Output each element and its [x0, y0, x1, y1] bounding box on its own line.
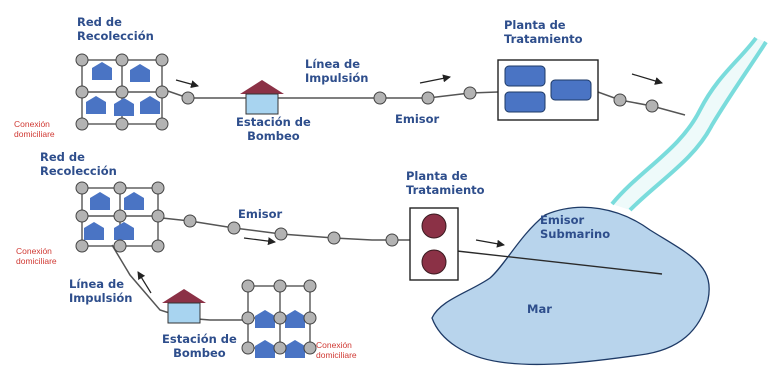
house-icon — [84, 192, 144, 240]
bottom-house-connection-label: Conexión domiciliare — [16, 246, 57, 266]
pumping-station-icon — [162, 289, 206, 324]
bottom-treatment-plant-label: Planta de Tratamiento — [406, 169, 485, 197]
flow-arrow — [137, 271, 152, 294]
house-icon — [86, 62, 160, 116]
top-outfall-label: Emisor — [395, 112, 440, 126]
submarine-outfall-label: Emisor Submarino — [540, 213, 611, 241]
house-icon — [255, 310, 305, 358]
top-treatment-plant-label: Planta de Tratamiento — [504, 18, 583, 46]
river — [610, 36, 768, 212]
submarine-outfall-pipe — [447, 249, 663, 275]
network-node — [75, 53, 169, 131]
network-node — [75, 181, 165, 253]
top-house-connection-label: Conexión domiciliare — [14, 119, 55, 139]
bottom-pumping-station-label: Estación de Bombeo — [162, 332, 237, 360]
top-collection-network-label: Red de Recolección — [77, 15, 154, 43]
flow-arrow — [175, 79, 199, 89]
pipe-node — [183, 214, 399, 247]
flow-arrow — [419, 74, 451, 84]
sea-label: Mar — [527, 302, 552, 316]
bottom-outfall-label: Emisor — [238, 207, 283, 221]
treatment-plant-icon — [409, 207, 459, 281]
pumping-station-icon — [240, 80, 284, 115]
bottom-collection-network-label: Red de Recolección — [40, 150, 117, 178]
bottom-house-connection-label-2: Conexión domiciliare — [316, 340, 357, 360]
network-node — [241, 279, 317, 355]
pipe-node — [181, 86, 659, 113]
top-pumping-station-label: Estación de Bombeo — [236, 115, 311, 143]
top-force-main-label: Línea de Impulsión — [305, 57, 369, 85]
flow-arrow — [243, 237, 276, 246]
treatment-plant-icon — [497, 59, 599, 121]
flow-arrow — [631, 73, 663, 85]
flow-arrow — [475, 239, 505, 248]
sea-area — [431, 206, 710, 366]
bottom-force-main-label: Línea de Impulsión — [69, 277, 133, 305]
